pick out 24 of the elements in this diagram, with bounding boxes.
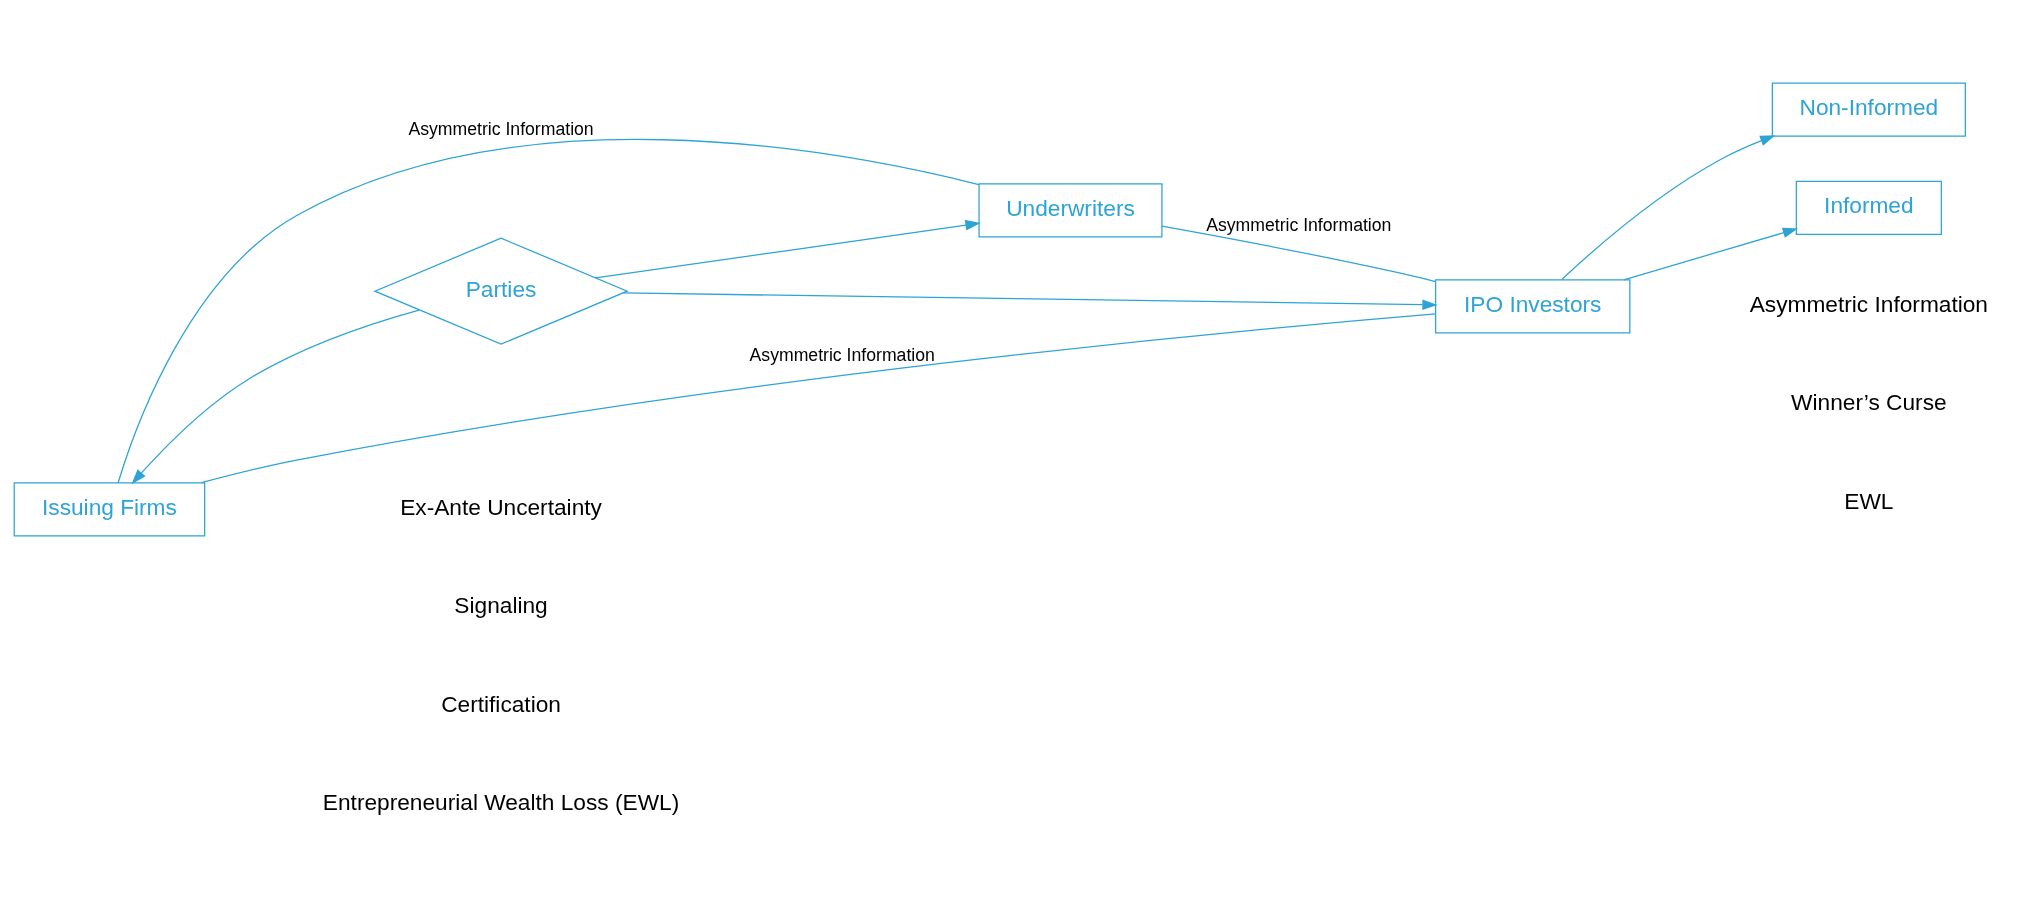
label: Certification bbox=[441, 690, 561, 717]
label: Signaling bbox=[454, 592, 548, 619]
node-box: Non-Informed bbox=[1771, 82, 1966, 137]
label: Entrepreneurial Wealth Loss (EWL) bbox=[322, 789, 680, 816]
arrow bbox=[131, 309, 420, 485]
label: Winner’s Curse bbox=[1791, 389, 1947, 416]
edge-label: Asymmetric Information bbox=[749, 344, 935, 365]
node-box: Issuing Firms bbox=[13, 482, 206, 537]
arrow bbox=[1561, 135, 1776, 281]
edge-label: Asymmetric Information bbox=[408, 119, 594, 140]
arrow bbox=[594, 219, 981, 279]
label: Asymmetric Information bbox=[1749, 290, 1988, 317]
node-box: Informed bbox=[1795, 180, 1942, 235]
connector bbox=[1161, 225, 1437, 283]
connector bbox=[117, 139, 980, 484]
node-box: Underwriters bbox=[978, 183, 1163, 238]
arrow bbox=[1623, 227, 1798, 281]
node-diamond: Parties bbox=[373, 237, 629, 345]
label: EWL bbox=[1844, 487, 1894, 514]
node-box: IPO Investors bbox=[1435, 279, 1631, 334]
edge-label: Asymmetric Information bbox=[1206, 214, 1392, 235]
connector bbox=[200, 313, 1437, 484]
label: Ex-Ante Uncertainty bbox=[400, 493, 602, 520]
arrow bbox=[622, 292, 1438, 310]
